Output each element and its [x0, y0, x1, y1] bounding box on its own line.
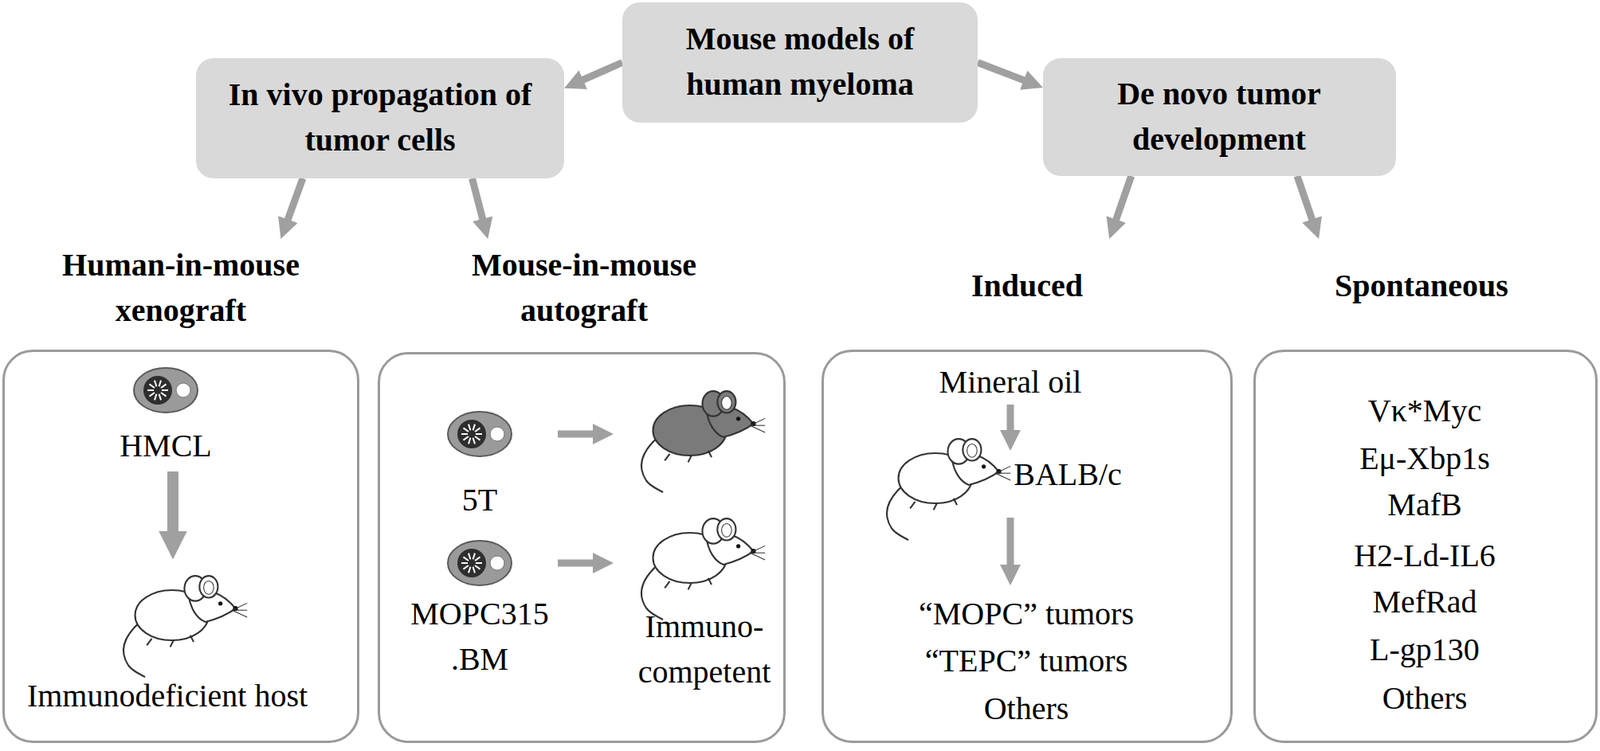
node-text: H2-Ld-IL6: [1305, 533, 1545, 580]
node-text: “TEPC” tumors: [898, 639, 1154, 685]
node-text: HMCL: [86, 423, 246, 470]
flow-arrow: [1007, 404, 1015, 442]
tumor-cell: [447, 411, 512, 457]
node-text: Eμ-Xbp1s: [1305, 436, 1545, 483]
node-text: L-gp130: [1305, 627, 1545, 674]
flow-arrow: [557, 431, 604, 439]
category-box: Mouse models of human myeloma: [622, 2, 978, 123]
node-text: MafB: [1305, 482, 1545, 529]
connector-arrow: [977, 62, 1035, 85]
node-text: 5T: [419, 478, 540, 524]
node-text: Mineral oil: [890, 360, 1130, 406]
mouse-figure: [641, 391, 765, 493]
node-text: Vκ*Myc: [1305, 388, 1545, 435]
tumor-cell: [133, 368, 198, 413]
tumor-cell: [447, 541, 512, 586]
node-text: “MOPC” tumors: [898, 592, 1154, 638]
connector-arrow: [572, 62, 623, 85]
node-text: MOPC315 .BM: [403, 592, 556, 683]
node-text: Immuno- competent: [624, 604, 785, 696]
connector-arrow: [1112, 176, 1132, 231]
flow-arrow: [1007, 517, 1015, 577]
mouse-figure: [886, 439, 1011, 541]
node-heading: Human-in-mouse xenograft: [21, 243, 341, 334]
model-panel: Human-in-mouse xenograftHMCL Immunodefici…: [2, 239, 360, 744]
node-heading: Mouse models of human myeloma: [644, 16, 956, 108]
connector-arrow: [1297, 176, 1316, 231]
panel-border: [821, 349, 1233, 744]
node-text: Others: [1305, 676, 1545, 722]
node-heading: De novo tumor development: [1082, 71, 1357, 163]
node-text: Others: [898, 686, 1154, 733]
illustrations: [123, 368, 1011, 678]
node-heading: Mouse-in-mouse autograft: [428, 243, 740, 334]
connector-arrow: [472, 178, 487, 230]
category-box: In vivo propagation of tumor cells: [196, 58, 565, 179]
mouse-figure: [123, 576, 248, 678]
node-heading: Spontaneous: [1301, 263, 1542, 310]
flow-arrow: [557, 560, 604, 568]
flow-arrow: [167, 471, 179, 547]
model-panel: InducedMineral oilBALB/c “MOPC” tumors“TE…: [821, 239, 1233, 744]
connector-arrow: [284, 178, 303, 231]
mouse-figure: [641, 518, 765, 620]
model-panel: SpontaneousVκ*MycEμ-Xbp1sMafBH2-Ld-IL6Me…: [1253, 239, 1598, 744]
node-heading: Induced: [907, 263, 1147, 310]
node-text: Immunodeficient host: [0, 674, 335, 720]
category-box: De novo tumor development: [1043, 58, 1397, 177]
node-text: MefRad: [1305, 580, 1545, 626]
node-text: BALB/c: [1003, 452, 1132, 499]
node-heading: In vivo propagation of tumor cells: [207, 72, 553, 164]
model-panel: Mouse-in-mouse autograft 5T MOPC315 .BM Imm…: [377, 239, 786, 744]
